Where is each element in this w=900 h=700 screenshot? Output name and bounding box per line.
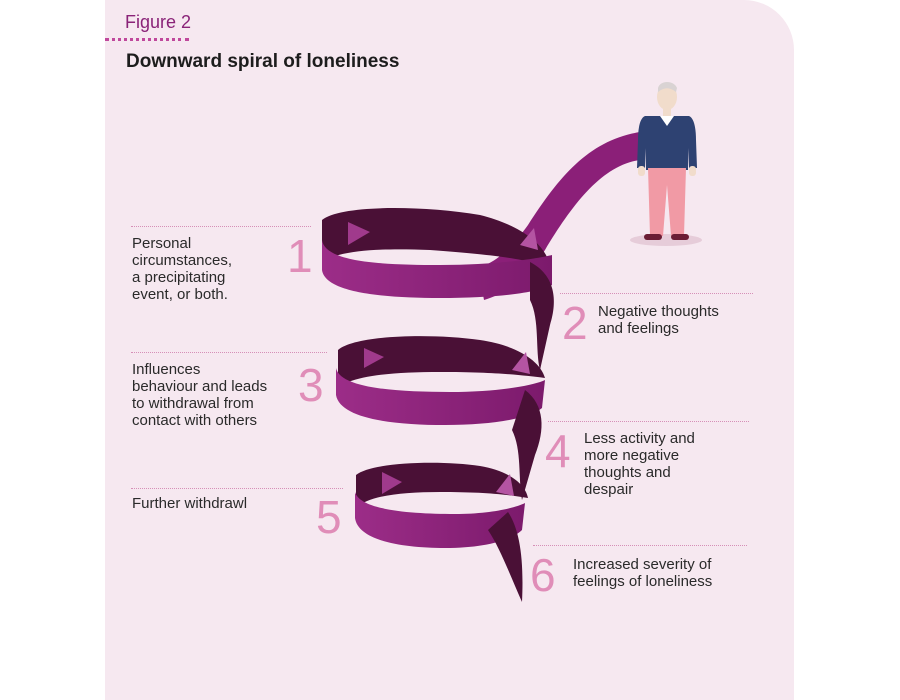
step-2-number: 2 [562,297,588,349]
step-6-rule [533,545,747,546]
step-3-number: 3 [298,359,324,411]
coil-2-back [338,336,545,388]
step-1-rule [131,226,311,227]
step-5-rule [131,488,343,489]
coil-2-front [336,368,545,425]
coil-3-back [356,462,528,508]
coil-1-back [322,208,550,268]
arrow-right-icon [382,472,402,494]
step-1-number: 1 [287,230,313,282]
figure-title: Downward spiral of loneliness [126,51,400,72]
ribbon-tail [488,512,523,602]
arrow-right-icon [348,222,370,245]
ribbon-connector-1 [530,262,554,370]
ribbon-connector-2 [512,390,542,500]
step-1-text: Personal circumstances, a precipitating … [132,235,233,303]
arrow-up-icon [520,228,538,250]
standing-man-icon [630,82,702,246]
step-6-number: 6 [530,549,556,601]
coil-1-front [322,240,552,298]
step-4-number: 4 [545,425,571,477]
figure-label: Figure 2 [125,12,192,32]
arrow-right-icon [364,348,384,368]
step-4-rule [548,421,749,422]
step-2-rule [560,293,753,294]
step-5-number: 5 [316,491,342,543]
step-2-text: Negative thoughts and feelings [598,303,719,337]
coil-3-front [355,492,525,548]
step-3-rule [131,352,327,353]
step-4-text: Less activity and more negative thoughts… [584,430,695,498]
figure-label-underline [105,38,189,41]
step-6-text: Increased severity of feelings of loneli… [573,556,713,590]
arrow-up-icon [512,352,530,374]
step-5-text: Further withdrawl [132,495,248,512]
step-3-text: Influences behaviour and leads to withdr… [132,361,268,429]
arrow-up-icon [496,474,514,496]
